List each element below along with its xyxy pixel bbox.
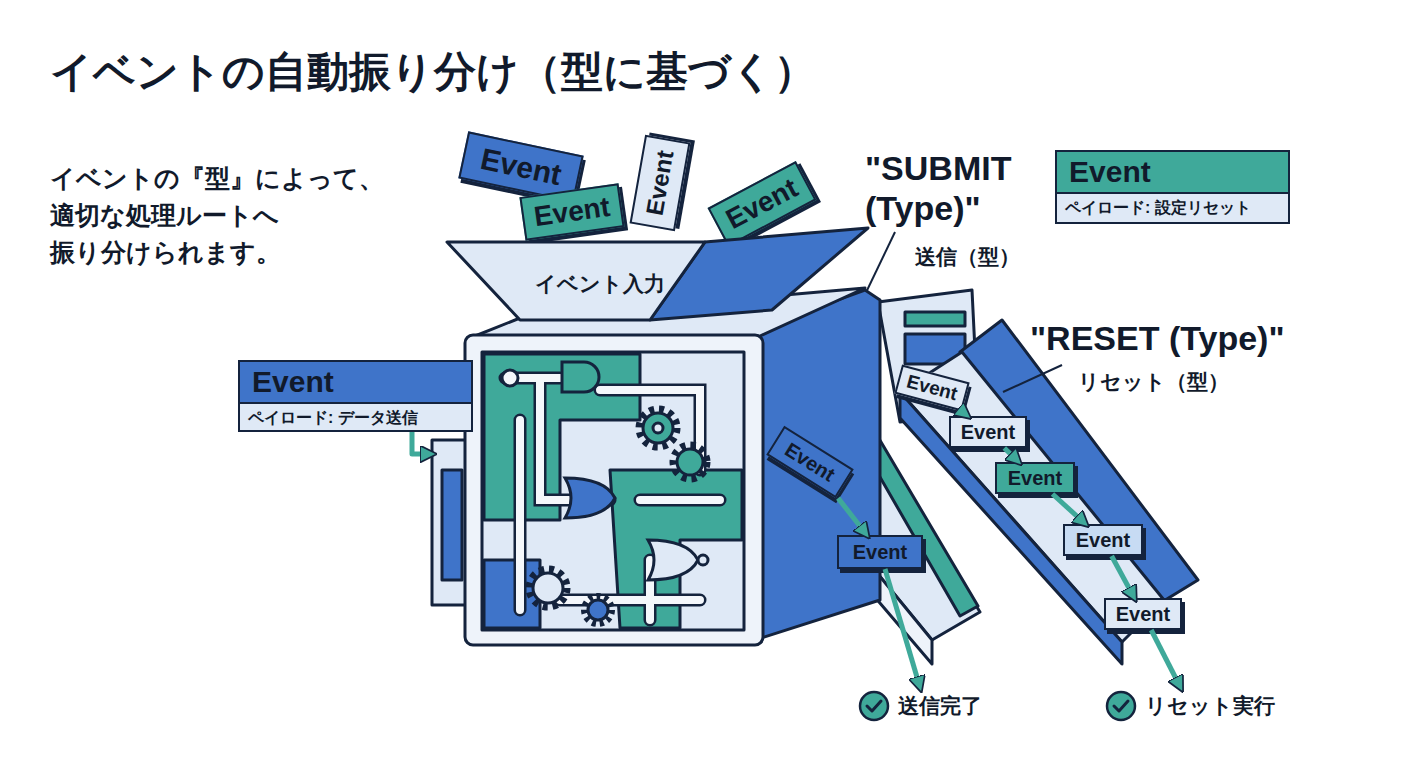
leader-line [1003,365,1062,392]
flow-arrow [1004,448,1018,462]
check-circle [1107,692,1135,720]
sorting-machine [588,600,608,620]
sorting-machine [505,378,720,620]
check-icon [858,690,890,722]
event-text: Event [477,142,564,192]
event-block: Event [949,416,1027,448]
sorting-machine [643,413,673,443]
event-block: Event [1063,524,1143,556]
event-text: Event [1076,529,1130,552]
event-block: Event [837,535,923,569]
type-caption: 送信（型） [915,243,1020,271]
sorting-machine [447,228,868,320]
sorting-machine [653,423,663,433]
event-text: Event [904,371,960,406]
sorting-machine [529,569,567,607]
sorting-machine [677,449,703,475]
sorting-machine [639,409,677,447]
event-text: Event [641,148,680,217]
event-block: Event [630,135,691,232]
payload-text: ペイロード: データ送信 [240,404,471,433]
flow-arrow [885,569,920,688]
event-card: Eventペイロード: 設定リセット [1055,150,1290,224]
flow-arrow [1053,494,1086,524]
hopper-label: イベント入力 [500,270,700,298]
flow-arrow [1151,630,1181,688]
result-item: リセット実行 [1105,688,1275,724]
check-icon [1105,690,1137,722]
type-caption: リセット（型） [1078,368,1229,396]
sorting-machine [565,478,615,518]
sorting-machine [505,378,720,620]
sorting-machine [648,540,698,580]
result-item: 送信完了 [858,688,993,724]
flow-arrow [412,432,432,454]
check-mark [1114,701,1128,711]
payload-text: ペイロード: 設定リセット [1057,194,1288,223]
event-card: Eventペイロード: データ送信 [238,360,473,432]
event-block: Event [995,462,1075,494]
sorting-machine [482,352,744,630]
event-text: Event [1116,603,1170,626]
sorting-machine [533,573,563,603]
event-text: Event [961,421,1015,444]
event-text: Event [1008,467,1062,490]
check-circle [860,692,888,720]
sorting-machine [465,335,763,645]
type-label: "SUBMIT (Type)" [865,148,1040,228]
sorting-machine: イベント入力 [432,238,770,648]
sorting-machine [698,555,708,565]
check-mark [867,701,881,711]
sorting-machine [442,470,462,580]
sorting-machine [755,290,880,640]
sorting-machine [447,242,705,320]
flow-arrow [838,498,867,535]
card-heading: Event [1057,152,1288,194]
event-block: Event [1104,598,1182,630]
card-heading: Event [240,362,471,404]
sorting-machine [584,596,612,624]
event-text: Event [853,541,907,564]
sorting-machine [432,288,880,645]
sorting-machine [505,378,720,620]
event-text: Event [721,172,803,236]
diagram-title: イベントの自動振り分け（型に基づく） [50,44,816,100]
type-label: "RESET (Type)" [1030,318,1285,358]
event-block: Event [894,364,969,411]
reset-chute [905,312,965,326]
sorting-machine [673,445,707,479]
result-text: 送信完了 [898,692,982,720]
sorting-machine [562,362,599,392]
flow-arrow [1112,556,1135,598]
description-text: イベントの『型』によって、 適切な処理ルートへ 振り分けられます。 [50,160,410,271]
flow-arrow [962,412,968,417]
result-text: リセット実行 [1145,692,1275,720]
event-text: Event [532,191,612,233]
sorting-machine [502,370,518,386]
sorting-machine [502,362,708,624]
